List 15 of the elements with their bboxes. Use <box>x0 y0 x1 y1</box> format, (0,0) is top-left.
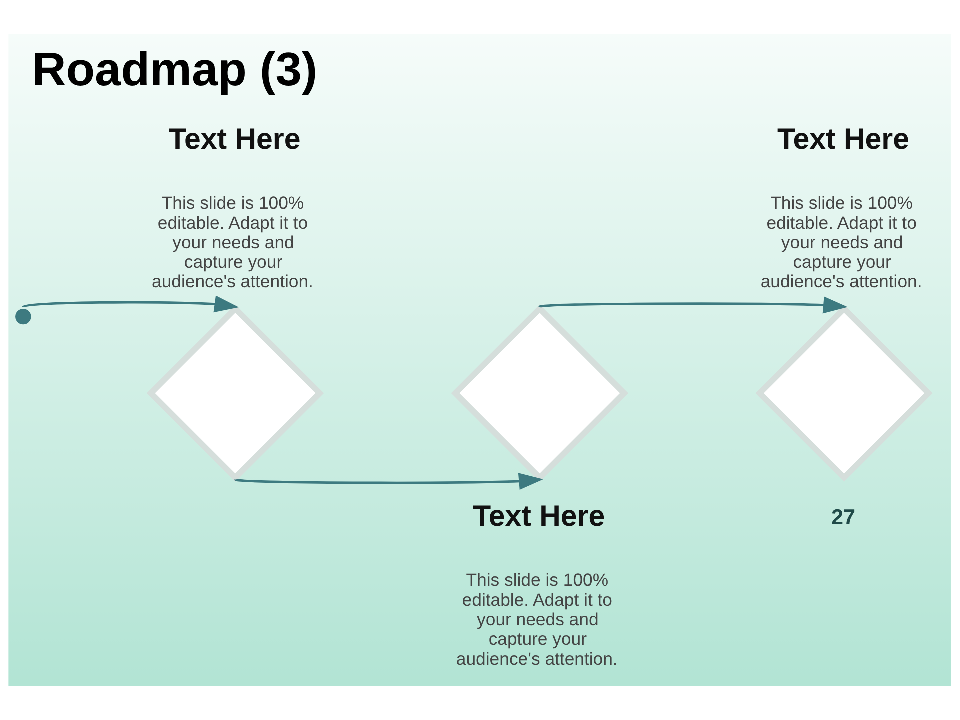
diagram-title: Roadmap (3) <box>32 42 318 96</box>
node-circle <box>16 308 32 325</box>
arrow <box>235 473 544 490</box>
label: This slide is 100% editable. Adapt it to your needs and capture your audience's attention. <box>760 193 922 292</box>
label: This slide is 100% editable. Adapt it to your needs and capture your audience's attention. <box>456 570 618 669</box>
arrow <box>22 296 240 313</box>
label: 27 <box>832 504 856 530</box>
label: Text Here <box>168 122 301 156</box>
label: This slide is 100% editable. Adapt it to your needs and capture your audience's attention. <box>152 193 314 292</box>
label: Text Here <box>778 122 910 156</box>
node-diamond <box>451 304 628 482</box>
node-diamond <box>146 304 324 482</box>
node-diamond <box>756 304 933 482</box>
arrow <box>540 296 848 314</box>
label: Text Here <box>473 500 606 533</box>
